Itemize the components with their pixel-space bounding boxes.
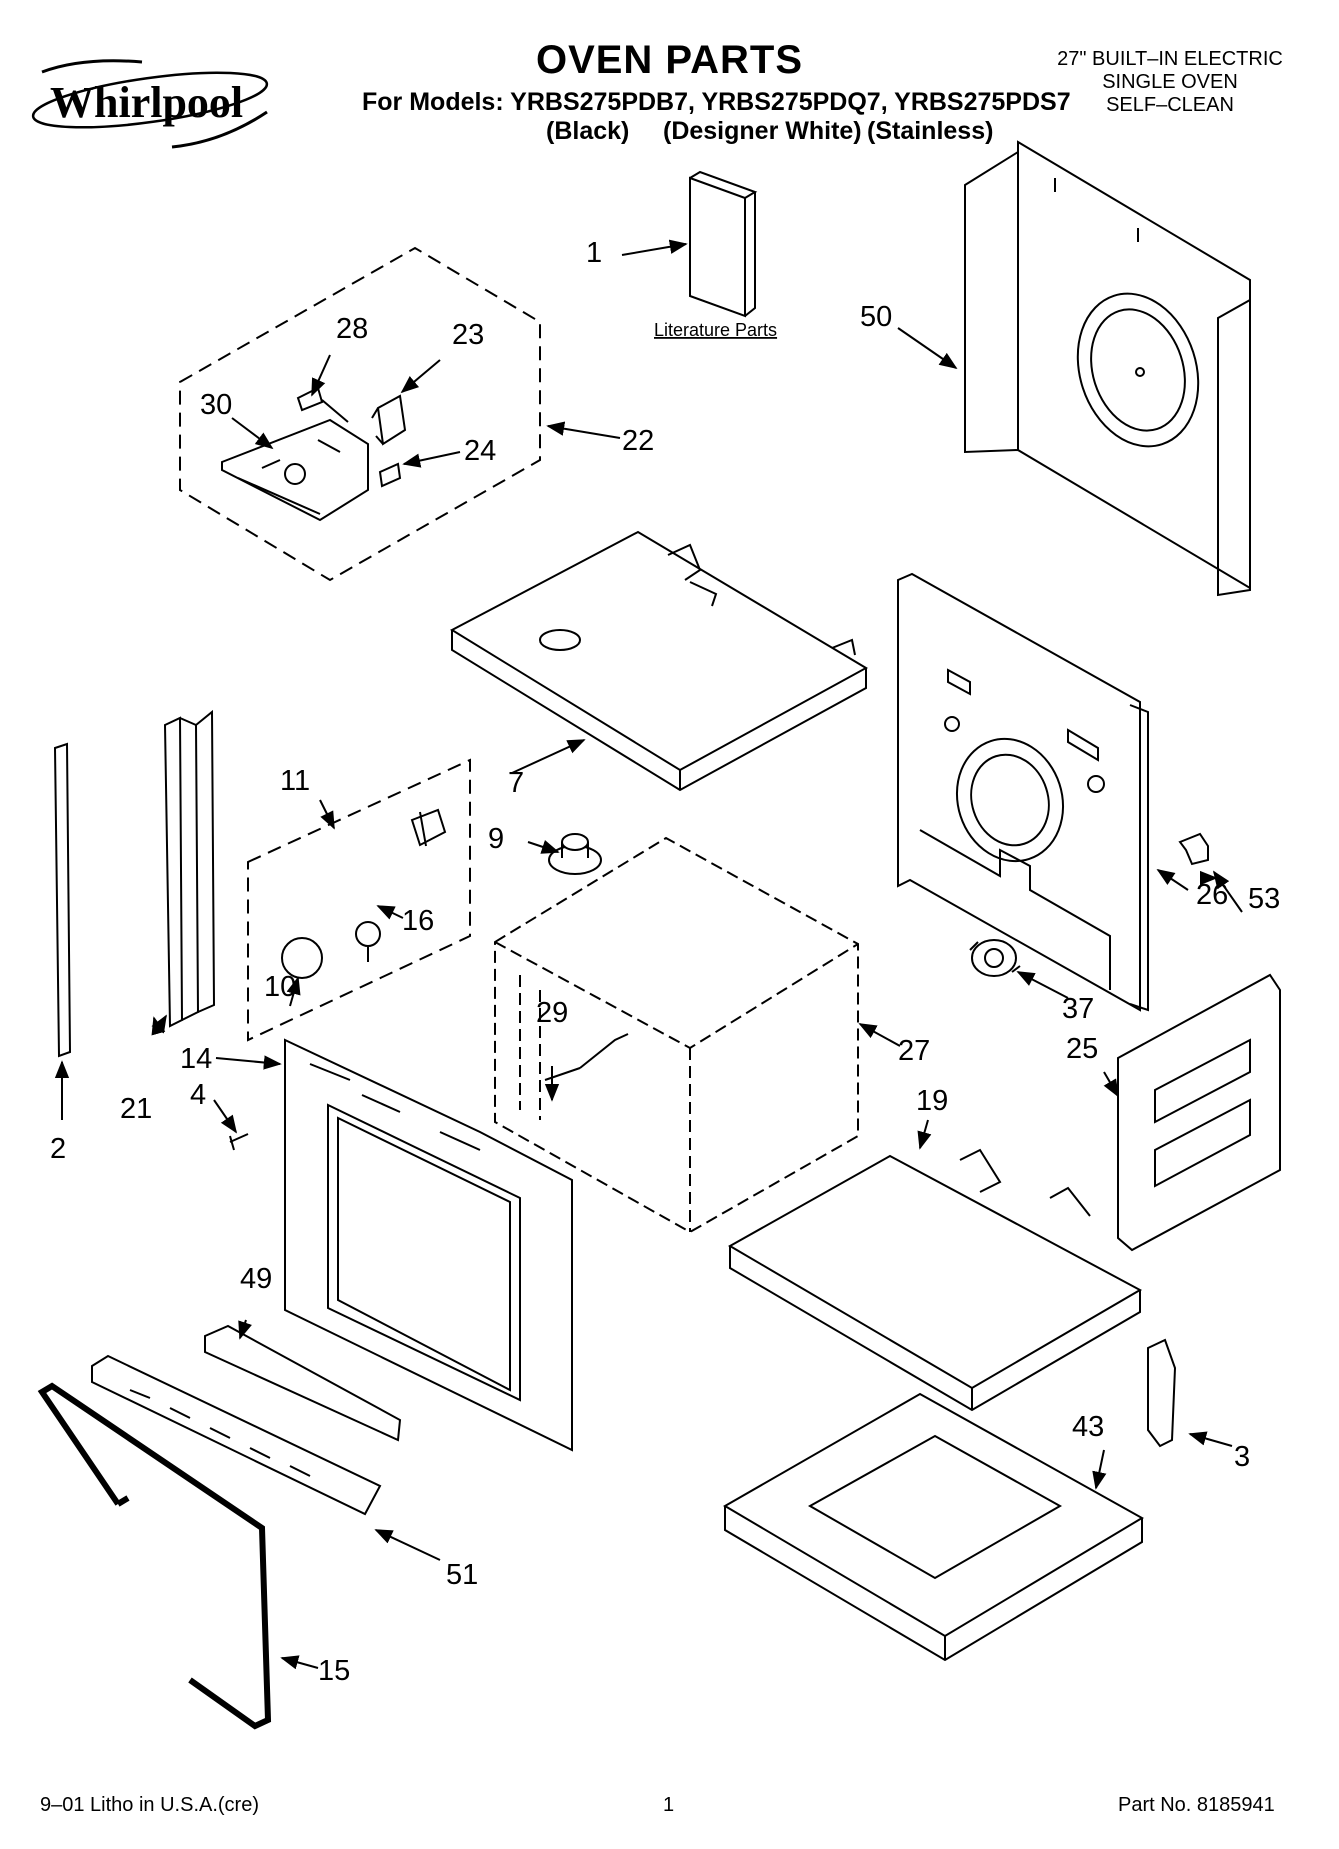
finish-designer-white: (Designer White) bbox=[663, 117, 862, 145]
door-gasket-part-15 bbox=[37, 1382, 272, 1730]
callout-43: 43 bbox=[1072, 1411, 1104, 1443]
lamp-socket-part-16 bbox=[355, 921, 382, 962]
trim-part-49 bbox=[204, 1324, 402, 1442]
spec-line-3: SELF–CLEAN bbox=[1106, 94, 1234, 116]
callout-9: 9 bbox=[488, 823, 504, 855]
oven-cavity bbox=[494, 836, 859, 1234]
callout-23: 23 bbox=[452, 319, 484, 351]
callout-29: 29 bbox=[536, 997, 568, 1029]
callout-15: 15 bbox=[318, 1655, 350, 1687]
callout-14: 14 bbox=[180, 1043, 212, 1075]
side-panel-part-25 bbox=[1117, 973, 1281, 1252]
callout-2: 2 bbox=[50, 1133, 66, 1165]
finish-stainless: (Stainless) bbox=[867, 117, 994, 145]
callout-11: 11 bbox=[280, 765, 310, 797]
models-line: For Models: YRBS275PDB7, YRBS275PDQ7, YR… bbox=[362, 88, 1071, 116]
callout-25: 25 bbox=[1066, 1033, 1098, 1065]
callout-30: 30 bbox=[200, 389, 232, 421]
screw-part-4 bbox=[229, 1133, 249, 1151]
callout-3: 3 bbox=[1234, 1441, 1250, 1473]
callout-19: 19 bbox=[916, 1085, 948, 1117]
callout-51: 51 bbox=[446, 1559, 478, 1591]
connector-part-24 bbox=[378, 462, 402, 488]
leader-arrows bbox=[54, 239, 1243, 1670]
literature-parts-label: Literature Parts bbox=[654, 320, 777, 340]
callout-53: 53 bbox=[1248, 883, 1280, 915]
rear-panel bbox=[964, 140, 1251, 597]
callout-7: 7 bbox=[508, 767, 524, 799]
spec-line-1: 27" BUILT–IN ELECTRIC bbox=[1057, 48, 1283, 70]
callout-1: 1 bbox=[586, 237, 602, 269]
bottom-shield bbox=[727, 1148, 1143, 1412]
spec-block: 27" BUILT–IN ELECTRIC SINGLE OVEN SELF–C… bbox=[1025, 48, 1315, 117]
callout-37: 37 bbox=[1062, 993, 1094, 1025]
bottom-tray bbox=[723, 1392, 1144, 1662]
sensor-part-29 bbox=[544, 1033, 629, 1081]
bracket-part-3 bbox=[1147, 1338, 1177, 1448]
callout-28: 28 bbox=[336, 313, 368, 345]
callout-26: 26 bbox=[1196, 879, 1228, 911]
clip-part-53 bbox=[1178, 832, 1209, 866]
footer-part-number: Part No. 8185941 bbox=[1118, 1794, 1275, 1816]
lamp-assembly-outline bbox=[247, 758, 471, 1042]
callout-50: 50 bbox=[860, 301, 892, 333]
literature-parts bbox=[689, 170, 758, 318]
thermostat-part-37 bbox=[969, 939, 1021, 977]
spec-line-2: SINGLE OVEN bbox=[1102, 71, 1238, 93]
callout-21: 21 bbox=[120, 1093, 152, 1125]
callout-4: 4 bbox=[190, 1079, 206, 1111]
bracket-assembly-part-30 bbox=[221, 418, 369, 522]
strip-part-2 bbox=[53, 742, 72, 1058]
callout-22: 22 bbox=[622, 425, 654, 457]
callout-49: 49 bbox=[240, 1263, 272, 1295]
brand-name: Whirlpool bbox=[50, 78, 243, 127]
right-side-panel bbox=[897, 572, 1149, 1012]
callout-16: 16 bbox=[402, 905, 434, 937]
lamp-housing-part-11 bbox=[410, 808, 447, 847]
relay-part-23 bbox=[371, 394, 407, 446]
page-title: OVEN PARTS bbox=[535, 38, 804, 82]
footer-page-number: 1 bbox=[663, 1794, 675, 1816]
callout-27: 27 bbox=[898, 1035, 930, 1067]
bake-element-part-9 bbox=[548, 833, 602, 875]
vent-trim-part-51 bbox=[91, 1354, 382, 1516]
whirlpool-logo: Whirlpool bbox=[31, 59, 269, 149]
top-panel bbox=[449, 530, 869, 792]
switch-part-28 bbox=[296, 386, 349, 423]
finish-black: (Black) bbox=[546, 117, 630, 145]
footer-litho: 9–01 Litho in U.S.A.(cre) bbox=[40, 1794, 259, 1816]
lamp-lens-part-10 bbox=[281, 937, 323, 979]
callout-24: 24 bbox=[464, 435, 496, 467]
control-assembly-outline bbox=[179, 246, 541, 582]
callout-10: 10 bbox=[264, 971, 296, 1003]
front-frame bbox=[284, 1038, 573, 1452]
channel-part-21 bbox=[163, 709, 216, 1028]
